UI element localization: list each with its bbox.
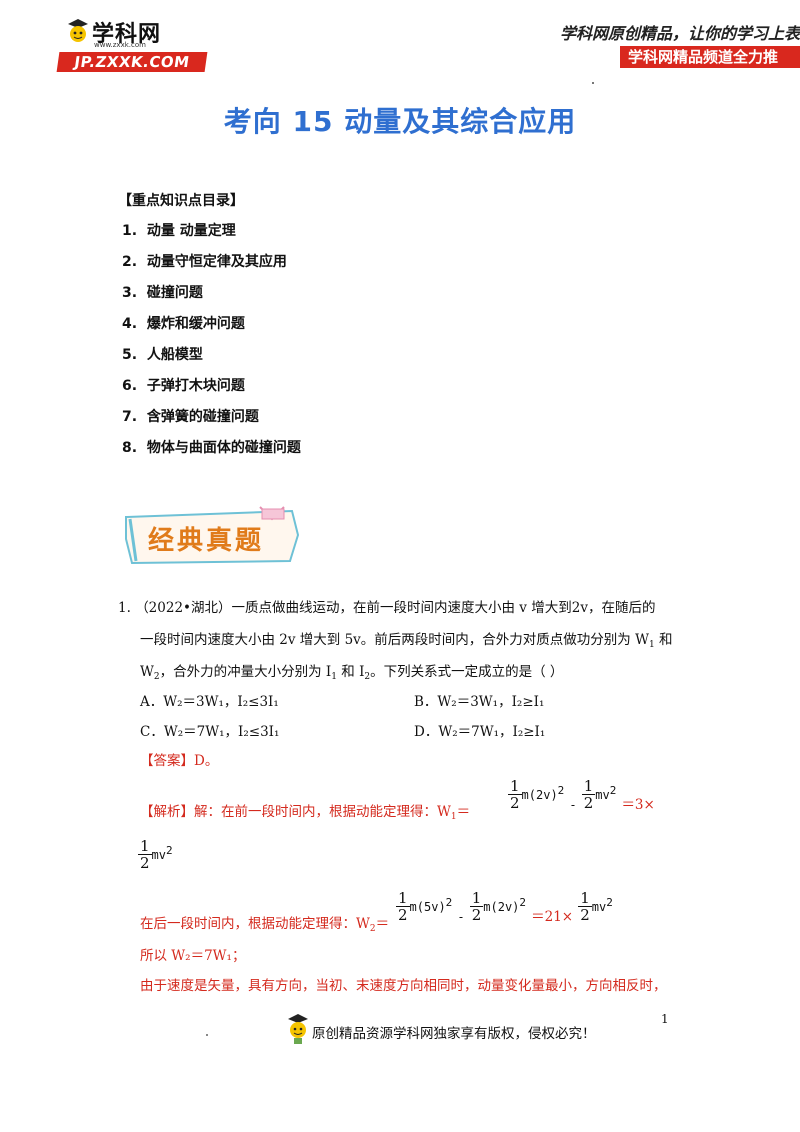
question-text-2: 一段时间内速度大小由 2v 增大到 5v。前后两段时间内，合外力对质点做功分别为… bbox=[140, 632, 649, 648]
analysis-last-line: 由于速度是矢量，具有方向，当初、末速度方向相同时，动量变化量最小，方向相反时， bbox=[140, 978, 667, 994]
toc-item-number: 3. bbox=[122, 285, 138, 301]
page-number: 1 bbox=[661, 1012, 669, 1026]
analysis-line-2: 在后一段时间内，根据动能定理得：W2＝ bbox=[140, 916, 390, 934]
toc-item-number: 7. bbox=[122, 409, 138, 425]
toc-item-number: 5. bbox=[122, 347, 138, 363]
option-d[interactable]: D．W₂＝7W₁，I₂≥I₁ bbox=[414, 724, 546, 740]
toc-item-label: 爆炸和缓冲问题 bbox=[146, 316, 245, 332]
toc-heading: 【重点知识点目录】 bbox=[118, 193, 244, 209]
footer-dot bbox=[206, 1034, 208, 1036]
toc-item-label: 含弹簧的碰撞问题 bbox=[146, 409, 259, 425]
question-number: 1. bbox=[118, 600, 131, 616]
toc-item: 7. 含弹簧的碰撞问题 bbox=[122, 406, 301, 437]
toc-item-label: 动量守恒定律及其应用 bbox=[146, 254, 287, 270]
toc-item-label: 碰撞问题 bbox=[146, 285, 203, 301]
answer-label: 【答案】 bbox=[140, 753, 194, 769]
toc-list: 1. 动量 动量定理 2. 动量守恒定律及其应用 3. 碰撞问题 4. 爆炸和缓… bbox=[122, 220, 301, 468]
answer-line: 【答案】D。 bbox=[140, 749, 218, 769]
header-dot bbox=[592, 82, 594, 84]
toc-item: 5. 人船模型 bbox=[122, 344, 301, 375]
option-a[interactable]: A．W₂＝3W₁，I₂≤3I₁ bbox=[140, 694, 279, 710]
question-line-2: 一段时间内速度大小由 2v 增大到 5v。前后两段时间内，合外力对质点做功分别为… bbox=[140, 632, 673, 650]
question-text-1: 一质点做曲线运动，在前一段时间内速度大小由 v 增大到2v，在随后的 bbox=[231, 600, 656, 616]
header-slogan: 学科网原创精品，让你的学习上表 bbox=[560, 24, 800, 43]
question-line-3: W2，合外力的冲量大小分别为 I1 和 I2。下列关系式一定成立的是（ ） bbox=[140, 664, 564, 682]
toc-item-number: 2. bbox=[122, 254, 138, 270]
toc-item: 1. 动量 动量定理 bbox=[122, 220, 301, 251]
conclusion-line: 所以 W₂＝7W₁； bbox=[140, 948, 246, 964]
question-source: （2022•湖北） bbox=[135, 600, 232, 616]
analysis-line-1: 【解析】解：在前一段时间内，根据动能定理得：W1＝ bbox=[140, 804, 471, 822]
toc-item-number: 4. bbox=[122, 316, 138, 332]
toc-item-number: 8. bbox=[122, 440, 138, 456]
footer-copyright: 原创精品资源学科网独家享有版权，侵权必究！ bbox=[312, 1026, 596, 1042]
section-ribbon-icon bbox=[125, 506, 300, 565]
section-banner-title: 经典真题 bbox=[148, 526, 265, 556]
toc-item-label: 人船模型 bbox=[146, 347, 203, 363]
option-c[interactable]: C．W₂＝7W₁，I₂≤3I₁ bbox=[140, 724, 280, 740]
answer-value: D。 bbox=[194, 753, 219, 769]
toc-item-label: 物体与曲面体的碰撞问题 bbox=[146, 440, 301, 456]
footer-mascot-icon bbox=[288, 1014, 308, 1044]
toc-item-label: 动量 动量定理 bbox=[146, 223, 236, 239]
mascot-logo-icon bbox=[68, 19, 88, 42]
logo-small-url: www.zxxk.com bbox=[94, 41, 146, 49]
channel-banner: 学科网精品频道全力推 bbox=[620, 46, 800, 68]
toc-item: 4. 爆炸和缓冲问题 bbox=[122, 313, 301, 344]
toc-item: 8. 物体与曲面体的碰撞问题 bbox=[122, 437, 301, 468]
toc-item-number: 1. bbox=[122, 223, 138, 239]
option-b[interactable]: B．W₂＝3W₁，I₂≥I₁ bbox=[414, 694, 545, 710]
toc-item-number: 6. bbox=[122, 378, 138, 394]
toc-item-label: 子弹打木块问题 bbox=[146, 378, 245, 394]
page-title: 考向 15 动量及其综合应用 bbox=[223, 105, 577, 138]
logo-brand-name: 学科网 bbox=[92, 22, 162, 47]
logo-url-bar[interactable]: JP.ZXXK.COM bbox=[56, 52, 208, 72]
toc-item: 3. 碰撞问题 bbox=[122, 282, 301, 313]
question-line-1: 1. （2022•湖北）一质点做曲线运动，在前一段时间内速度大小由 v 增大到2… bbox=[118, 596, 655, 616]
analysis-label: 【解析】 bbox=[140, 804, 194, 820]
toc-item: 2. 动量守恒定律及其应用 bbox=[122, 251, 301, 282]
toc-item: 6. 子弹打木块问题 bbox=[122, 375, 301, 406]
question-text-2-end: 和 bbox=[659, 632, 673, 648]
